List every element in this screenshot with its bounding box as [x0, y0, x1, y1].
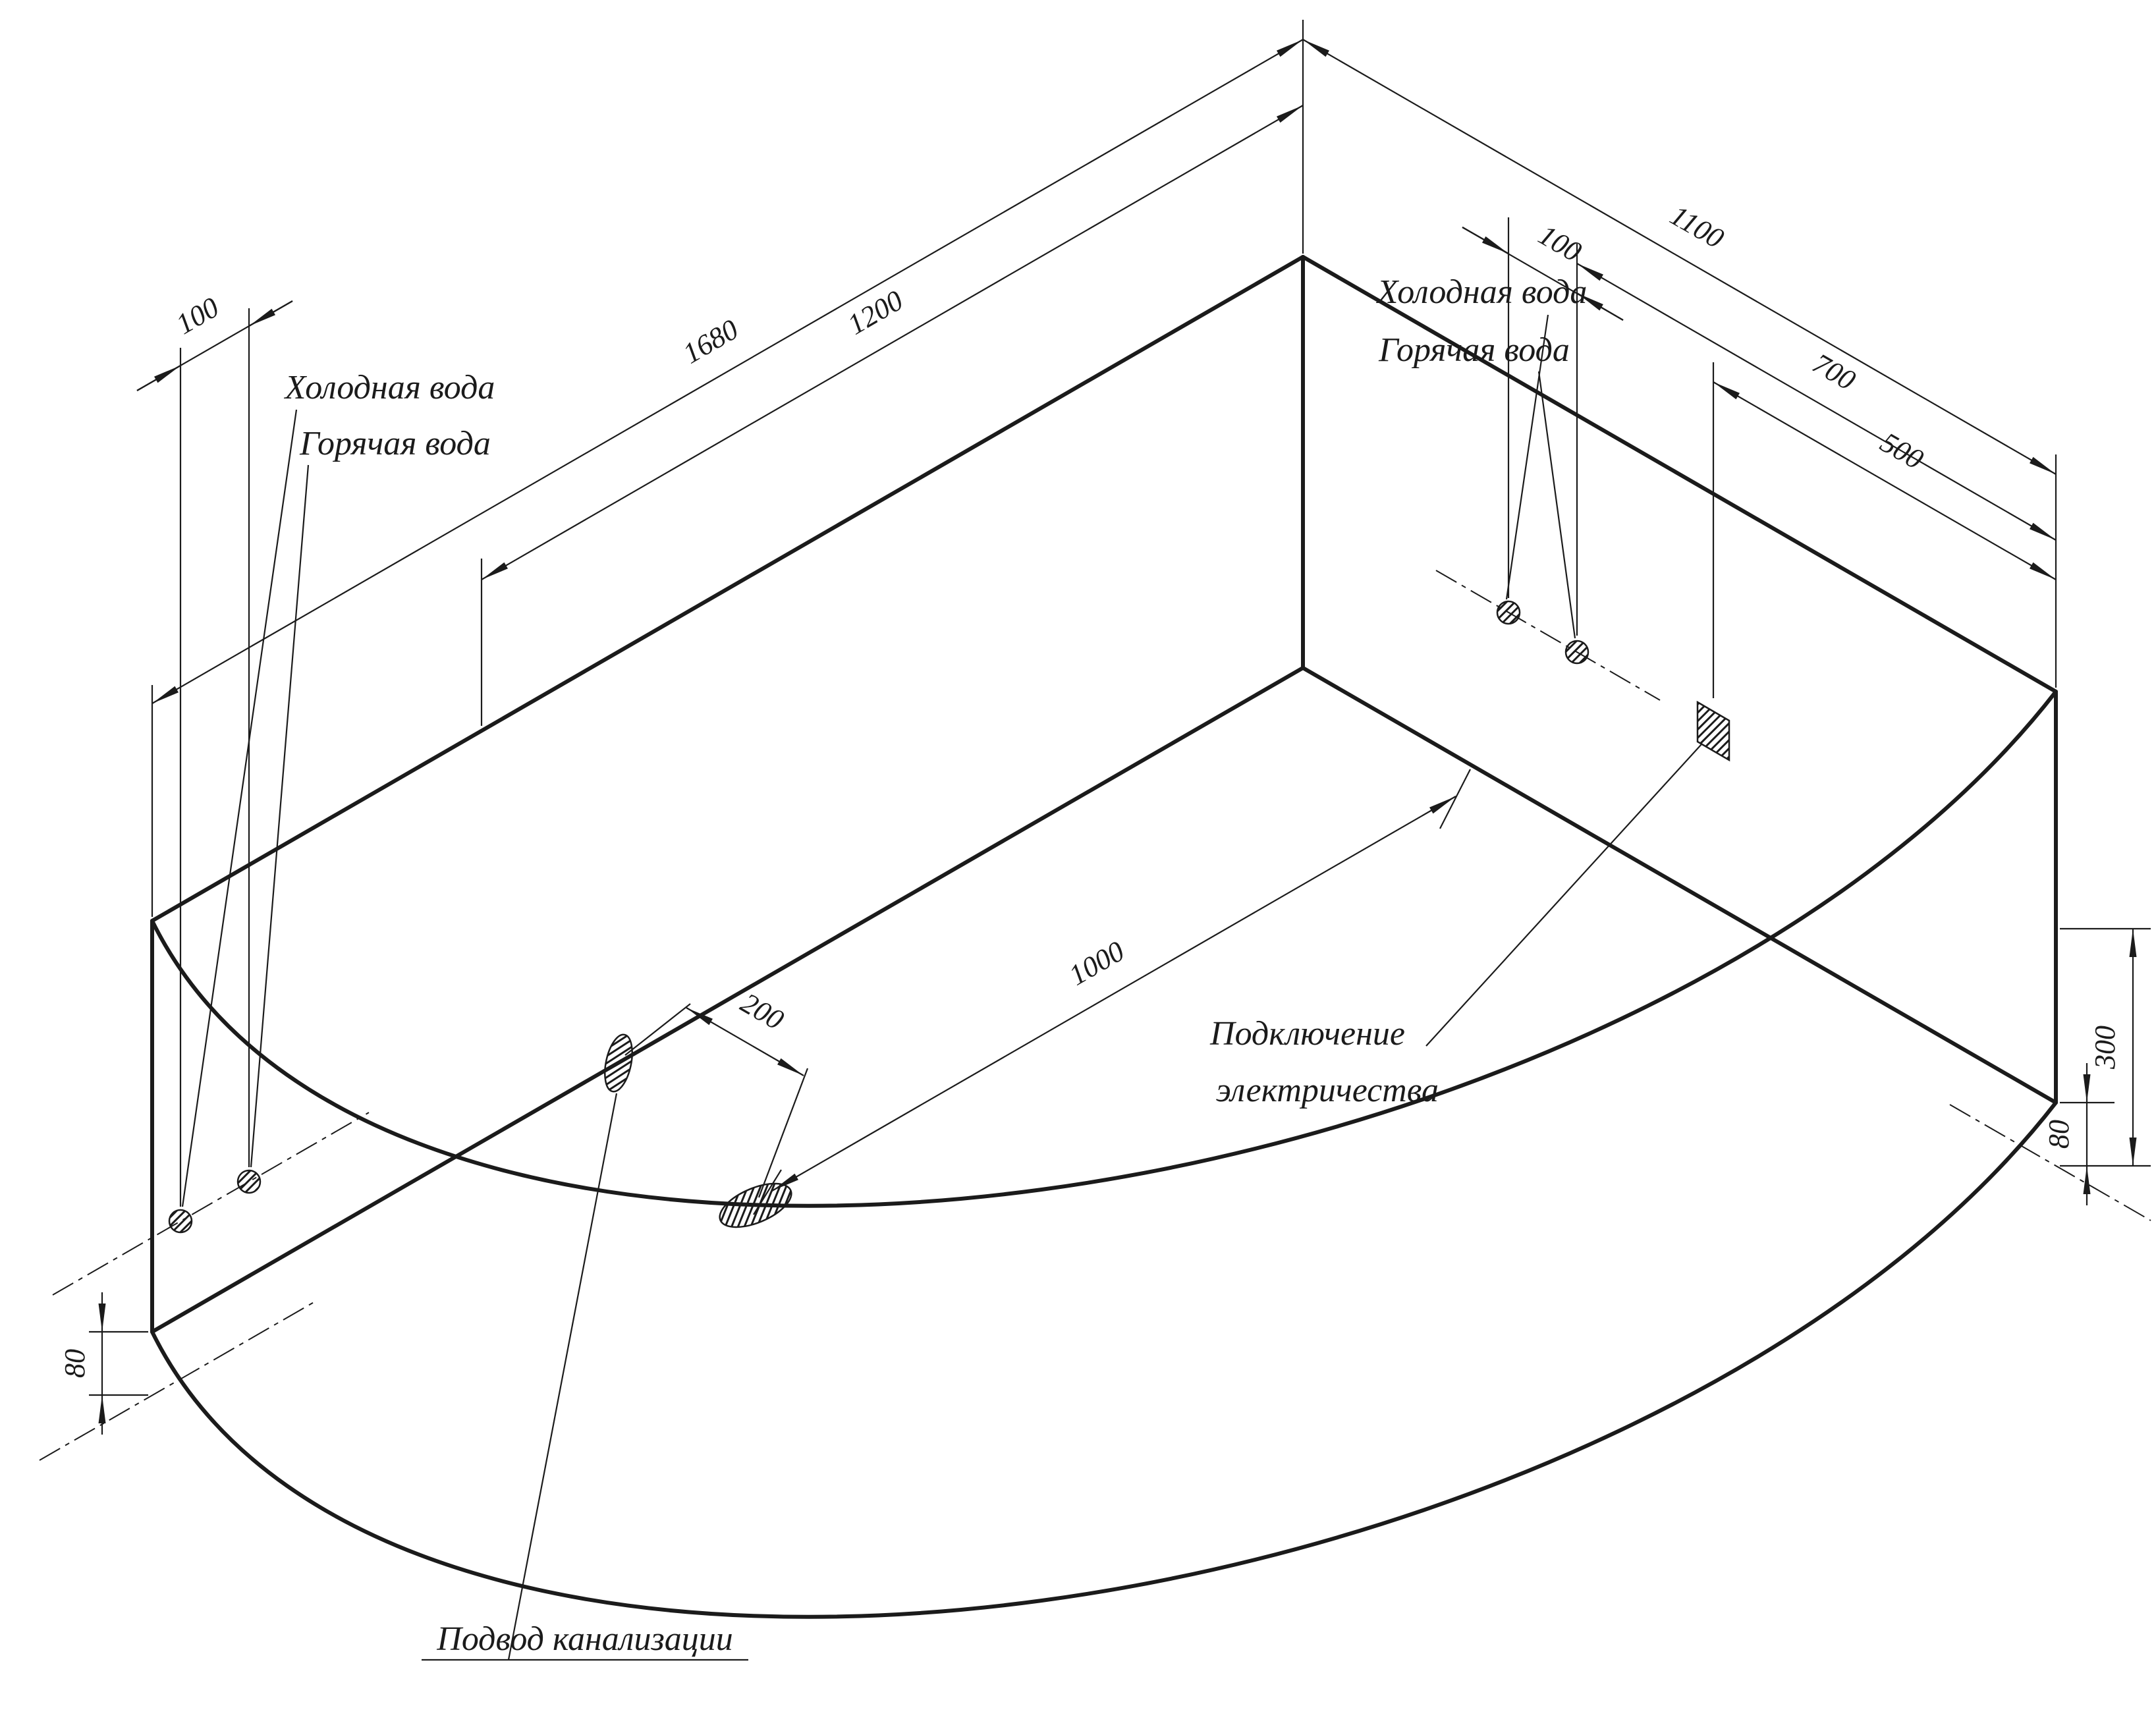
dim-text-1100: 1100 [1665, 199, 1729, 255]
annotation-sewage: Подвод канализации [422, 1093, 748, 1661]
label-electrical-line2: электричества [1216, 1072, 1439, 1109]
annotations: Холодная вода Горячая вода Холодная вода… [181, 273, 1702, 1661]
dim-line-1000 [771, 796, 1456, 1192]
label-cold-water-left: Холодная вода [284, 369, 495, 406]
dim-text-300: 300 [2089, 1026, 2121, 1070]
leader-cold-water-left [181, 409, 298, 1207]
hot-water-point-left [236, 1169, 262, 1194]
annotation-cold-water-left: Холодная вода [181, 369, 495, 1207]
water-axis-right [1435, 570, 1661, 701]
dim-line-1200 [481, 105, 1304, 580]
annotation-cold-water-right: Холодная вода [1376, 273, 1588, 600]
dim-text-1000: 1000 [1063, 935, 1130, 991]
axis-lines [39, 570, 2151, 1461]
annotation-hot-water-right: Горячая вода [1378, 331, 1576, 639]
label-hot-water-right: Горячая вода [1378, 331, 1570, 369]
dim-text-80-left: 80 [59, 1349, 91, 1378]
floor-axis-left [39, 1300, 317, 1461]
ext-200-a [624, 1003, 691, 1056]
rim-edge-left [150, 255, 1305, 923]
leader-cold-water-right [1505, 314, 1549, 600]
connection-points [168, 600, 1730, 1234]
floor-axis-right [1949, 1104, 2151, 1221]
label-cold-water-right: Холодная вода [1376, 273, 1588, 311]
dim-text-100-right: 100 [1533, 219, 1587, 268]
ext-1000-b [1439, 769, 1471, 829]
annotation-electrical: Подключение электричества [1209, 744, 1702, 1109]
ext-200-b [758, 1068, 809, 1198]
dim-line-700 [1576, 263, 2057, 541]
dim-arrow-100-right-b [1576, 292, 1624, 321]
bottom-edge-right [1301, 666, 2058, 1105]
bottom-edge-left [150, 666, 1305, 1334]
dim-text-1200: 1200 [842, 284, 908, 341]
dim-text-1680: 1680 [677, 313, 744, 370]
leader-sewage [507, 1093, 618, 1660]
dim-text-500: 500 [1875, 426, 1929, 476]
dim-line-1100 [1302, 39, 2057, 475]
leader-electrical [1425, 744, 1702, 1047]
bottom-front-curve [150, 1101, 2058, 1619]
electrical-outlet [1696, 700, 1730, 762]
water-axis-left [52, 1112, 370, 1296]
hot-water-point-right [1564, 640, 1589, 665]
dim-arrow-100-left-b [248, 300, 293, 327]
label-hot-water-left: Горячая вода [299, 425, 491, 462]
leader-hot-water-left [250, 464, 310, 1168]
label-sewage: Подвод канализации [436, 1620, 732, 1658]
dim-text-80-right: 80 [2043, 1120, 2075, 1149]
annotation-hot-water-left: Горячая вода [250, 425, 491, 1168]
dim-text-200: 200 [735, 987, 789, 1036]
sewage-outlet-wall [604, 1033, 633, 1093]
dimension-lines [98, 39, 2137, 1435]
dim-arrow-100-right-a [1462, 227, 1509, 254]
cold-water-point-left [168, 1209, 193, 1234]
leader-hot-water-right [1537, 371, 1576, 639]
dim-line-500 [1713, 381, 2057, 580]
cold-water-point-right [1496, 600, 1521, 625]
dim-arrow-100-left-a [136, 365, 181, 391]
dim-text-700: 700 [1807, 347, 1861, 397]
label-electrical-line1: Подключение [1209, 1015, 1405, 1053]
dim-text-100-left: 100 [171, 291, 225, 341]
